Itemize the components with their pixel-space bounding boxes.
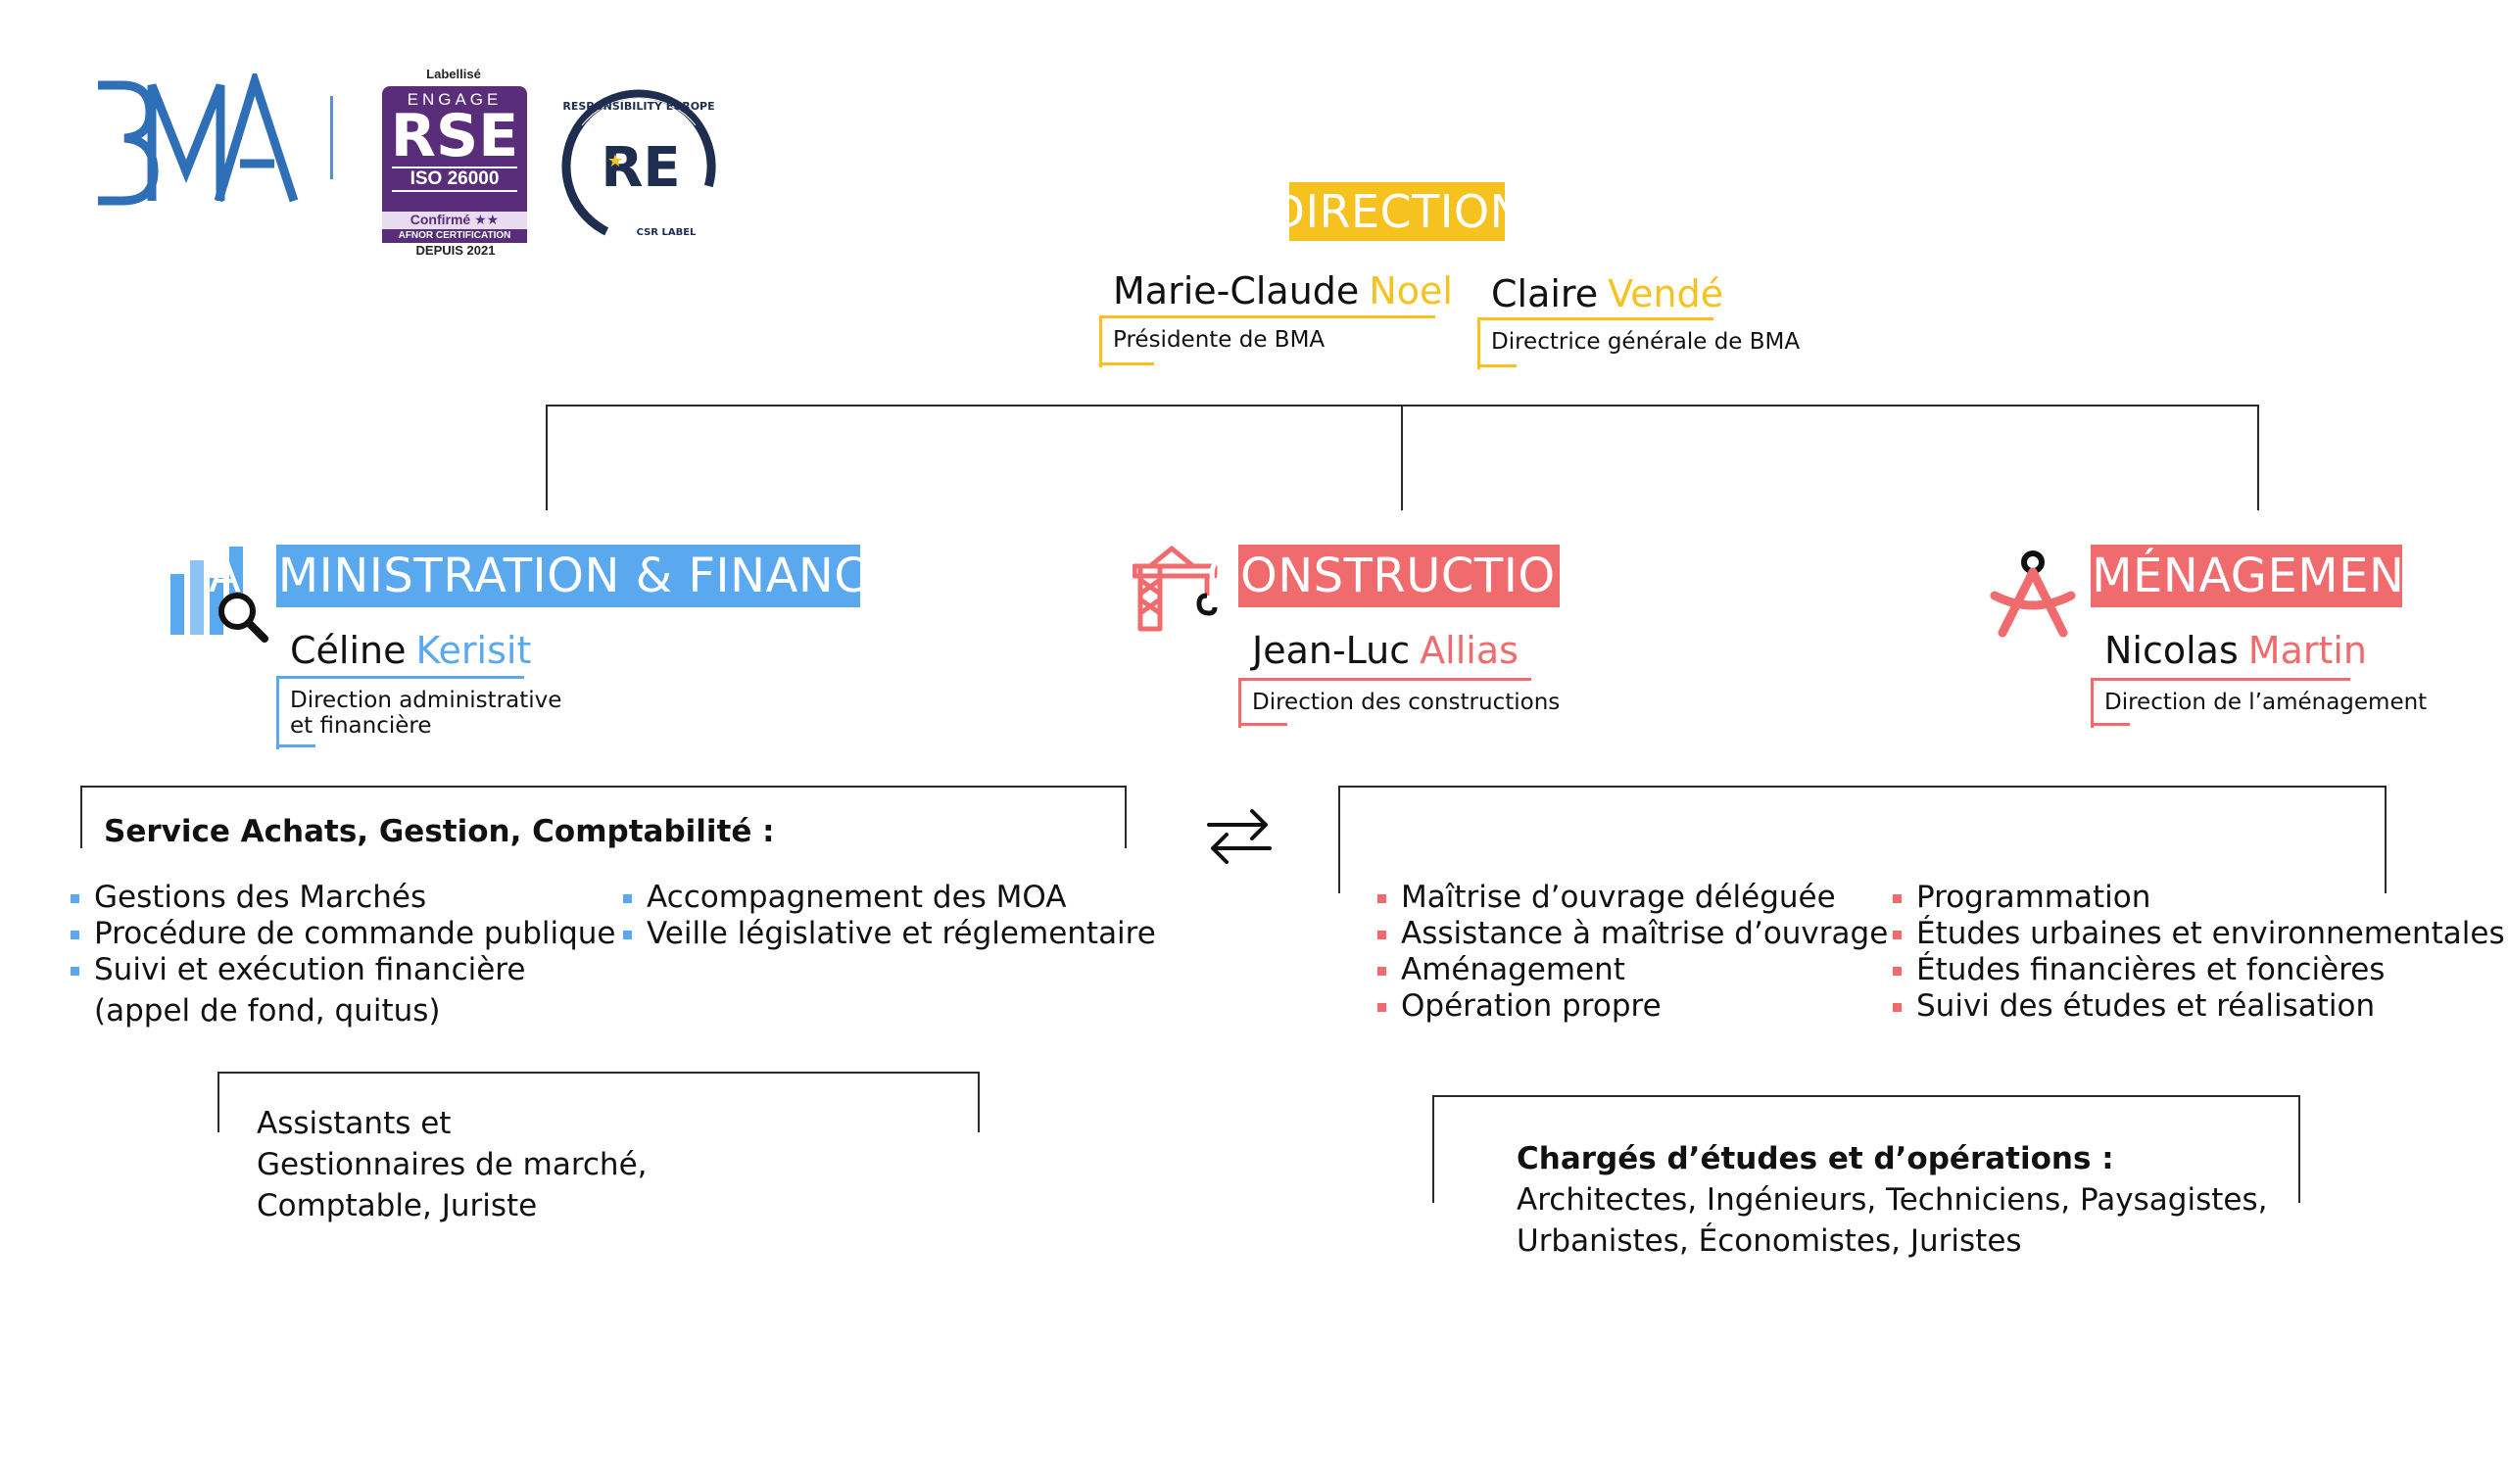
direction-title: DIRECTION [1271,182,1523,241]
rse-since: DEPUIS 2021 [415,243,496,258]
last-name: Kerisit [415,629,532,672]
rse-badge: ENGAGE RSE ISO 26000 Confirmé ★★ AFNOR C… [382,86,527,243]
list-item: Opération propre [1377,988,1888,1025]
tree-branch-right [2257,405,2259,510]
shared-staff-title: Chargés d’études et d’opérations : [1517,1141,2114,1176]
role-bracket-foot [276,744,315,747]
list-item: Programmation [1893,880,2505,916]
role-bracket-foot [1238,723,1287,726]
construction-title: CONSTRUCTION [1207,545,1591,607]
logo-separator [330,96,333,179]
last-name: Allias [1420,629,1519,672]
list-item: Accompagnement des MOA [623,880,1156,916]
first-name: Claire [1491,272,1599,315]
admin-staff-box [217,1072,980,1132]
role-bracket [1477,317,1713,369]
list-item: Aménagement [1377,952,1888,988]
admin-title: ADMINISTRATION & FINANCES [209,545,928,607]
role-bracket [2091,678,2350,728]
first-name: Céline [290,629,407,672]
list-item: Procédure de commande publique [71,916,616,952]
list-item: Suivi et exécution financière (appel de f… [71,952,616,1033]
admin-role-line1: Direction administrative [290,688,562,713]
rse-label-top: Labellisé [426,67,481,81]
construction-role: Direction des constructions [1252,690,1561,715]
last-name: Martin [2247,629,2368,672]
tree-horizontal [547,405,2259,407]
re-badge: RESPONSIBILITY EUROPE CSR LABEL RE ★ [558,86,720,248]
first-name: Jean-Luc [1252,629,1411,672]
bar-chart-magnifier-icon [169,545,270,647]
shared-staff-line1: Architectes, Ingénieurs, Techniciens, Pa… [1517,1182,2268,1218]
rse-afnor: AFNOR CERTIFICATION [382,229,527,243]
svg-text:★: ★ [607,151,623,171]
exchange-arrows-icon [1205,807,1274,871]
compass-icon [1989,549,2077,644]
bma-logo [93,67,304,225]
rse-confirme: Confirmé ★★ [382,212,527,229]
admin-service-box [80,786,1127,848]
direction-person-1-role: Présidente de BMA [1113,327,1326,353]
amenagement-title: AMÉNAGEMENT [2059,545,2434,607]
tree-branch-left [546,405,548,510]
role-bracket [1238,678,1531,728]
re-ring-top: RESPONSIBILITY EUROPE [562,100,714,113]
list-item: Gestions des Marchés [71,880,616,916]
list-item: Maîtrise d’ouvrage déléguée [1377,880,1888,916]
role-bracket-foot [1099,362,1154,365]
shared-staff-line2: Urbanistes, Économistes, Juristes [1517,1223,2022,1259]
rse-main: RSE [390,102,519,170]
list-item-continuation: (appel de fond, quitus) [94,993,441,1029]
admin-staff-line2: Gestionnaires de marché, [257,1147,648,1182]
admin-list-left: Gestions des Marchés Procédure de comman… [71,880,616,1033]
list-item-text: Suivi et exécution financière [94,952,526,987]
tree-branch-center [1401,405,1403,510]
crane-icon [1132,545,1221,638]
admin-staff-line1: Assistants et [257,1106,452,1141]
rse-engage: ENGAGE [407,90,503,109]
admin-list-right: Accompagnement des MOA Veille législativ… [623,880,1156,952]
first-name: Nicolas [2104,629,2239,672]
role-bracket-foot [1477,364,1517,367]
role-bracket-foot [2091,723,2130,726]
admin-role-line2: et financière [290,713,432,739]
last-name: Vendé [1608,272,1724,315]
re-main: RE [601,136,680,200]
amenagement-role: Direction de l’aménagement [2104,690,2428,715]
role-bracket [276,676,524,749]
list-item: Assistance à maîtrise d’ouvrage [1377,916,1888,952]
rse-iso: ISO 26000 [392,167,517,192]
last-name: Noel [1369,269,1453,312]
shared-list-left: Maîtrise d’ouvrage déléguée Assistance à… [1377,880,1888,1025]
shared-services-box [1338,786,2387,893]
admin-staff-line3: Comptable, Juriste [257,1188,538,1223]
shared-staff-box [1432,1095,2300,1203]
first-name: Marie-Claude [1113,269,1360,312]
shared-list-right: Programmation Études urbaines et environ… [1893,880,2505,1025]
role-bracket [1099,315,1435,367]
list-item: Études urbaines et environnementales [1893,916,2505,952]
admin-service-title: Service Achats, Gestion, Comptabilité : [104,814,775,849]
list-item: Veille législative et réglementaire [623,916,1156,952]
list-item: Études financières et foncières [1893,952,2505,988]
list-item: Suivi des études et réalisation [1893,988,2505,1025]
direction-person-2-role: Directrice générale de BMA [1491,329,1801,355]
re-ring-bottom: CSR LABEL [637,227,697,238]
